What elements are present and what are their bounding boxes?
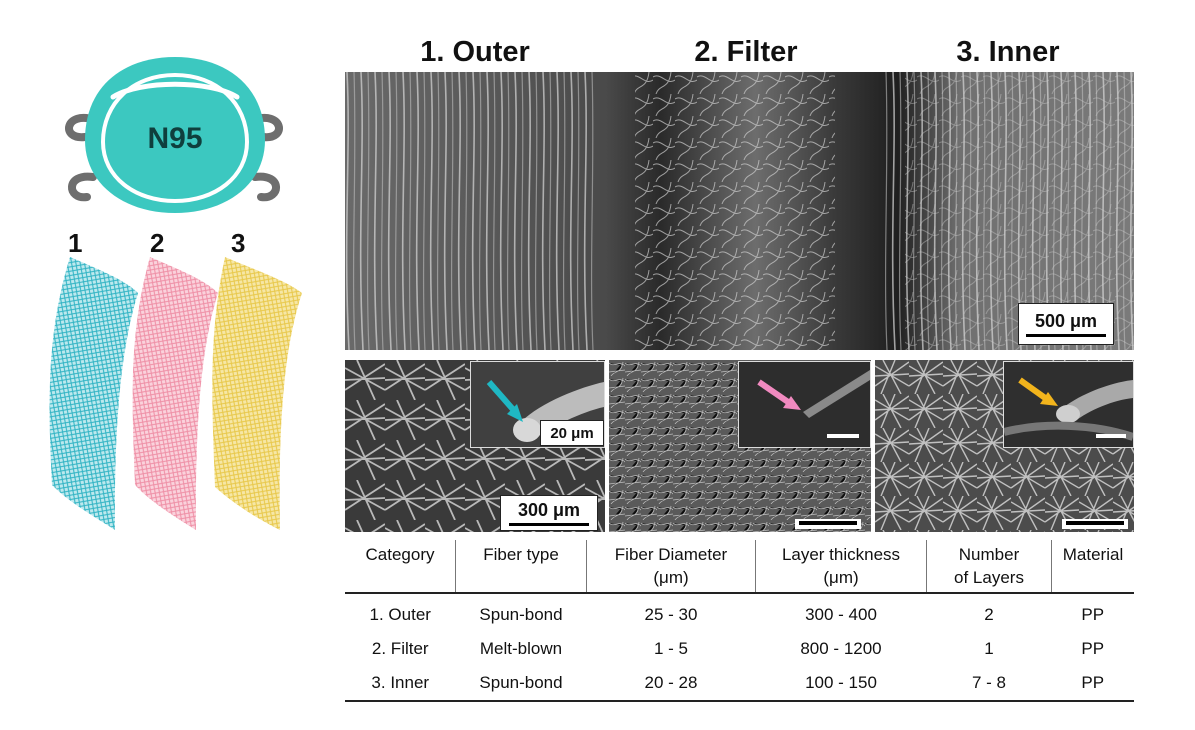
cell-material: PP (1081, 639, 1105, 658)
outer-arrow-icon (486, 380, 520, 416)
cell-layer-thickness: 100 - 150 (755, 666, 927, 702)
layer-1-mesh (49, 257, 138, 530)
scale-bar-label: 20 μm (550, 424, 594, 442)
scale-bar-label: 500 μm (1034, 311, 1098, 331)
cell-number-of-layers: 7 - 8 (926, 666, 1052, 702)
cell-fiber-diameter: 20 - 28 (586, 666, 756, 702)
filter-fiber-inset (738, 361, 871, 448)
cell-material: PP (1081, 605, 1105, 624)
layer-3-mesh (212, 257, 302, 530)
scale-bar-label: 300 μm (517, 500, 581, 520)
header-fiber-diameter: Fiber Diameter(μm) (586, 540, 756, 594)
layer-number-1: 1 (68, 228, 83, 258)
table-row: 2. Filter Melt-blown 1 - 5 800 - 1200 1 … (345, 632, 1134, 666)
column-title-filter: 2. Filter (694, 36, 798, 68)
cell-material: PP (1051, 666, 1134, 702)
cell-fiber-diameter: 25 - 30 (644, 605, 698, 624)
mask-layers-illustration (49, 257, 302, 530)
cell-category: 1. Outer (369, 605, 431, 624)
scale-bar-outer-inset: 20 μm (540, 420, 604, 446)
header-material: Material (1051, 540, 1134, 594)
table-header-row: Category Fiber type Fiber Diameter(μm) L… (345, 540, 1134, 594)
layer-specs-table: Category Fiber type Fiber Diameter(μm) L… (345, 540, 1134, 702)
cell-layer-thickness: 800 - 1200 (800, 639, 882, 658)
cell-category: 2. Filter (371, 639, 429, 658)
layer-number-2: 2 (150, 228, 165, 258)
table-row: 1. Outer Spun-bond 25 - 30 300 - 400 2 P… (345, 593, 1134, 632)
layer-number-3: 3 (231, 228, 246, 258)
filter-scale-bar-line (795, 519, 861, 529)
scale-bar-cross-section: 500 μm (1018, 303, 1114, 345)
cell-fiber-type: Spun-bond (455, 666, 587, 702)
cell-fiber-type: Spun-bond (479, 605, 563, 624)
column-title-outer: 1. Outer (420, 36, 530, 68)
mask-label: N95 (147, 122, 203, 155)
header-fiber-type: Fiber type (455, 540, 587, 594)
cross-section-sem-image (345, 72, 1134, 350)
table-row: 3. Inner Spun-bond 20 - 28 100 - 150 7 -… (345, 666, 1134, 702)
cell-number-of-layers: 1 (984, 639, 994, 658)
cell-fiber-type: Melt-blown (479, 639, 563, 658)
cell-fiber-diameter: 1 - 5 (653, 639, 689, 658)
cell-category: 3. Inner (345, 666, 456, 702)
n95-mask-icon (65, 57, 283, 213)
cell-layer-thickness: 300 - 400 (805, 605, 877, 624)
inner-fiber-inset (1003, 361, 1134, 448)
header-layer-thickness: Layer thickness(μm) (755, 540, 927, 594)
inner-scale-bar-line (1062, 519, 1128, 529)
header-category: Category (345, 540, 456, 594)
layer-2-mesh (132, 257, 218, 530)
scale-bar-outer-surface: 300 μm (500, 495, 598, 531)
cell-number-of-layers: 2 (984, 605, 994, 624)
column-title-inner: 3. Inner (956, 36, 1060, 68)
